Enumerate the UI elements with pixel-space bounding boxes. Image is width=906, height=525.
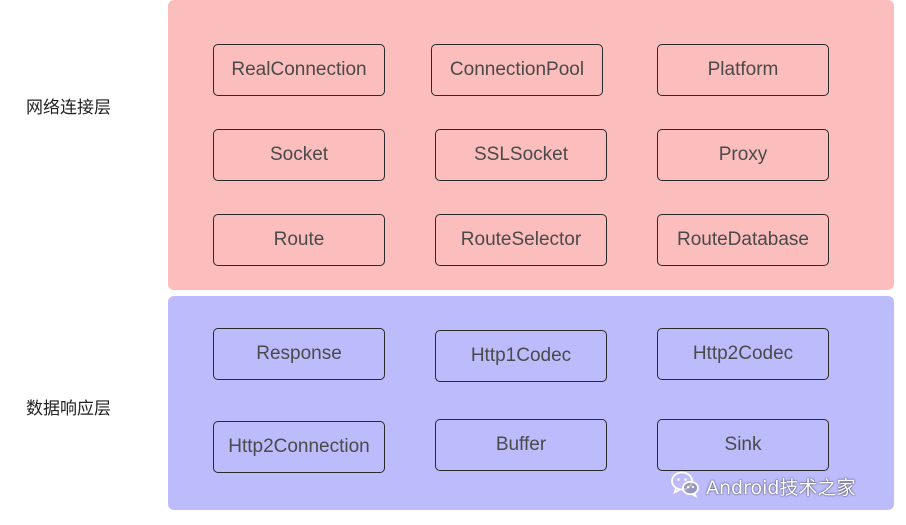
node-socket: Socket: [213, 129, 385, 181]
network-layer-label: 网络连接层: [26, 98, 111, 118]
node-sslsocket: SSLSocket: [435, 129, 607, 181]
node-routedatabase: RouteDatabase: [657, 214, 829, 266]
node-http2codec: Http2Codec: [657, 328, 829, 380]
node-routeselector: RouteSelector: [435, 214, 607, 266]
node-realconnection: RealConnection: [213, 44, 385, 96]
node-connectionpool: ConnectionPool: [431, 44, 603, 96]
node-route: Route: [213, 214, 385, 266]
node-response: Response: [213, 328, 385, 380]
node-sink: Sink: [657, 419, 829, 471]
data-layer-panel: [168, 296, 894, 510]
node-proxy: Proxy: [657, 129, 829, 181]
watermark: Android技术之家: [670, 470, 855, 503]
node-buffer: Buffer: [435, 419, 607, 471]
network-layer-panel: [168, 0, 894, 290]
node-http1codec: Http1Codec: [435, 330, 607, 382]
node-http2connection: Http2Connection: [213, 421, 385, 473]
node-platform: Platform: [657, 44, 829, 96]
watermark-text: Android技术之家: [706, 477, 856, 499]
data-layer-label: 数据响应层: [26, 399, 111, 419]
wechat-icon: [670, 470, 700, 503]
